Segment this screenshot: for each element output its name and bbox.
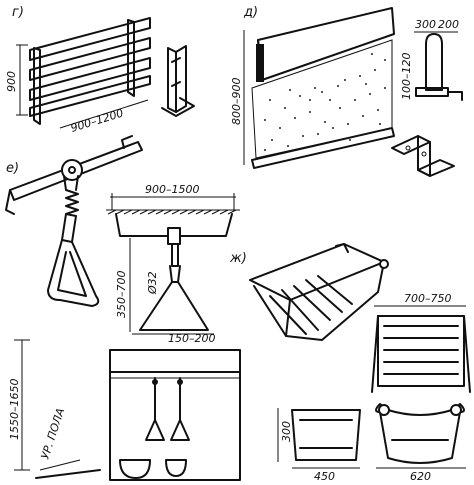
dim-line-g-width xyxy=(59,99,149,129)
dim-d-top-a: 300 xyxy=(415,18,436,31)
room-frame xyxy=(109,349,241,481)
angle-bracket-top xyxy=(391,135,431,155)
dim-e-diameter: Ø32 xyxy=(146,271,159,295)
pulley xyxy=(61,159,83,181)
basin-b xyxy=(165,459,187,477)
ring-triangle xyxy=(139,281,209,331)
panel-e-trapeze: е) 900–1500 350–700 Ø32 150–200 xyxy=(5,135,240,345)
seat-a xyxy=(291,409,361,461)
label-section-e: е) xyxy=(6,161,19,176)
post-left xyxy=(33,47,41,125)
ring-clamp xyxy=(167,227,181,245)
frame-slats xyxy=(383,325,459,375)
angle-bracket-foot xyxy=(417,159,455,177)
dim-floor-height: 1550–1650 xyxy=(8,379,21,441)
rail-2 xyxy=(29,37,151,81)
dim-e-drop: 350–700 xyxy=(115,271,128,319)
dim-zh-w1: 450 xyxy=(314,470,335,483)
spring xyxy=(65,189,79,215)
rail-section xyxy=(425,33,443,91)
dim-zh-w2: 620 xyxy=(410,470,431,483)
bracket-foot xyxy=(161,97,195,117)
dim-e-span: 900–1500 xyxy=(145,183,200,196)
dim-zh-height: 300 xyxy=(280,421,293,442)
handle-a xyxy=(145,419,165,441)
label-section-zh: ж) xyxy=(229,251,247,266)
rail-end xyxy=(256,44,264,82)
bottom-ledge xyxy=(251,127,395,169)
triangle-handle xyxy=(47,239,100,307)
panel-floor-rail: 1550–1650 УР. ПОЛА xyxy=(8,339,241,481)
panel-g-wall-bars: г) 900 900–1200 xyxy=(5,5,195,135)
dim-d-top-b: 200 xyxy=(438,18,459,31)
dim-d-height: 800–900 xyxy=(230,78,243,126)
slat-frame xyxy=(377,315,465,387)
rail-4 xyxy=(29,75,151,117)
post-right xyxy=(127,19,135,97)
dim-g-height: 900 xyxy=(5,71,18,92)
dim-zh-width: 700–750 xyxy=(404,292,452,305)
panel-d-wall-rail: д) 800–900 300 200 xyxy=(230,5,463,177)
rail-3 xyxy=(29,57,151,101)
seat-b xyxy=(375,403,465,464)
strap xyxy=(61,213,77,243)
label-section-g: г) xyxy=(12,5,24,20)
dim-g-width: 900–1200 xyxy=(69,107,125,135)
basket-top xyxy=(249,243,385,301)
dim-d-side: 100–120 xyxy=(400,53,413,101)
dim-e-base: 150–200 xyxy=(168,332,216,345)
floor-level-label: УР. ПОЛА xyxy=(38,406,67,460)
bracket-side xyxy=(175,45,187,113)
panel-zh-frames: ж) 700–750 300 450 620 xyxy=(229,243,471,483)
bracket-post xyxy=(167,47,177,113)
handle-b xyxy=(170,419,190,441)
ceiling-bar xyxy=(9,141,143,201)
label-section-d: д) xyxy=(243,5,258,20)
ring-rod xyxy=(169,265,181,283)
basin-a xyxy=(119,459,151,479)
rail-1 xyxy=(29,17,151,61)
